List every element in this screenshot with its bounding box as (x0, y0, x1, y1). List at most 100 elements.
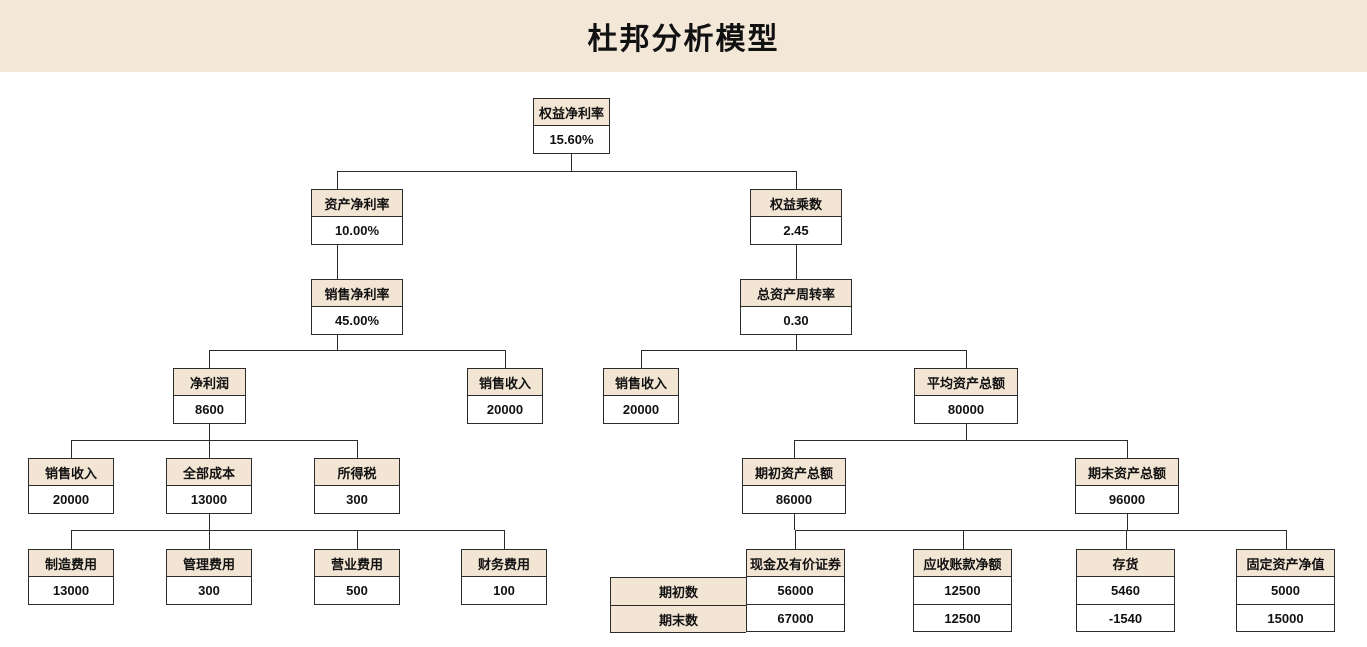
asset-detail-row-labels: 期初数 期末数 (610, 577, 746, 633)
node-sales-revenue-turnover-label: 销售收入 (604, 369, 678, 396)
node-sales-revenue-margin-value: 20000 (468, 396, 542, 423)
connector-net-margin-to-net-profit (209, 350, 210, 368)
node-return-on-equity-value: 15.60% (534, 126, 609, 153)
node-net-fixed-assets[interactable]: 固定资产净值 5000 15000 (1236, 549, 1335, 632)
node-net-fixed-assets-ending: 15000 (1237, 604, 1334, 631)
node-inventory[interactable]: 存货 5460 -1540 (1076, 549, 1175, 632)
page-title: 杜邦分析模型 (587, 23, 780, 56)
node-average-total-assets-label: 平均资产总额 (915, 369, 1017, 396)
connector-total-cost-to-mfg (71, 530, 72, 549)
connector-net-margin-stem (337, 333, 338, 350)
node-sales-revenue-profit-value: 20000 (29, 486, 113, 513)
connector-net-margin-to-sales-revenue (505, 350, 506, 368)
node-asset-turnover-label: 总资产周转率 (741, 280, 851, 307)
node-cash-and-securities-ending: 67000 (747, 604, 844, 631)
node-income-tax-value: 300 (315, 486, 399, 513)
node-net-profit-margin[interactable]: 销售净利率 45.00% (311, 279, 403, 335)
node-income-tax[interactable]: 所得税 300 (314, 458, 400, 514)
node-inventory-label: 存货 (1077, 550, 1174, 577)
node-sales-revenue-margin[interactable]: 销售收入 20000 (467, 368, 543, 424)
node-manufacturing-cost-label: 制造费用 (29, 550, 113, 577)
node-accounts-receivable-net[interactable]: 应收账款净额 12500 12500 (913, 549, 1012, 632)
connector-average-assets-to-end-assets (1127, 440, 1128, 458)
connector-net-profit-bar (71, 440, 358, 441)
connector-assets-to-receivables (963, 530, 964, 549)
node-administrative-expense-value: 300 (167, 577, 251, 604)
node-total-cost-label: 全部成本 (167, 459, 251, 486)
node-sales-revenue-profit[interactable]: 销售收入 20000 (28, 458, 114, 514)
node-beginning-total-assets-value: 86000 (743, 486, 845, 513)
node-net-fixed-assets-beginning: 5000 (1237, 577, 1334, 604)
node-financial-expense-label: 财务费用 (462, 550, 546, 577)
node-income-tax-label: 所得税 (315, 459, 399, 486)
connector-asset-turnover-bar (641, 350, 967, 351)
node-cash-and-securities-beginning: 56000 (747, 577, 844, 604)
node-sales-revenue-turnover[interactable]: 销售收入 20000 (603, 368, 679, 424)
node-financial-expense-value: 100 (462, 577, 546, 604)
node-sales-revenue-profit-label: 销售收入 (29, 459, 113, 486)
node-manufacturing-cost[interactable]: 制造费用 13000 (28, 549, 114, 605)
node-inventory-beginning: 5460 (1077, 577, 1174, 604)
connector-roe-to-equity-multiplier (796, 171, 797, 189)
node-selling-expense-value: 500 (315, 577, 399, 604)
connector-net-profit-stem (209, 423, 210, 440)
node-accounts-receivable-net-ending: 12500 (914, 604, 1011, 631)
node-net-profit[interactable]: 净利润 8600 (173, 368, 246, 424)
node-return-on-assets-label: 资产净利率 (312, 190, 402, 217)
node-ending-total-assets[interactable]: 期末资产总额 96000 (1075, 458, 1179, 514)
node-administrative-expense-label: 管理费用 (167, 550, 251, 577)
connector-roe-bar (337, 171, 796, 172)
connector-total-cost-to-admin (209, 530, 210, 549)
connector-roe-stem (571, 152, 572, 171)
node-return-on-equity-label: 权益净利率 (534, 99, 609, 126)
node-cash-and-securities[interactable]: 现金及有价证券 56000 67000 (746, 549, 845, 632)
connector-begin-assets-stem (794, 513, 795, 530)
connector-assets-to-cash (795, 530, 796, 549)
node-inventory-ending: -1540 (1077, 604, 1174, 631)
node-financial-expense[interactable]: 财务费用 100 (461, 549, 547, 605)
connector-assets-to-fixed-assets (1286, 530, 1287, 549)
node-return-on-assets-value: 10.00% (312, 217, 402, 244)
node-accounts-receivable-net-beginning: 12500 (914, 577, 1011, 604)
node-sales-revenue-turnover-value: 20000 (604, 396, 678, 423)
connector-net-profit-to-income-tax (357, 440, 358, 458)
node-return-on-equity[interactable]: 权益净利率 15.60% (533, 98, 610, 154)
connector-assets-detail-bar (795, 530, 1286, 531)
title-band (0, 0, 1367, 72)
connector-net-margin-bar (209, 350, 505, 351)
node-asset-turnover[interactable]: 总资产周转率 0.30 (740, 279, 852, 335)
node-ending-total-assets-value: 96000 (1076, 486, 1178, 513)
node-administrative-expense[interactable]: 管理费用 300 (166, 549, 252, 605)
node-beginning-total-assets-label: 期初资产总额 (743, 459, 845, 486)
node-equity-multiplier[interactable]: 权益乘数 2.45 (750, 189, 842, 245)
node-return-on-assets[interactable]: 资产净利率 10.00% (311, 189, 403, 245)
connector-total-cost-to-finance (504, 530, 505, 549)
row-label-ending: 期末数 (611, 605, 746, 632)
connector-net-profit-to-total-cost (209, 440, 210, 458)
connector-average-assets-bar (794, 440, 1127, 441)
node-selling-expense[interactable]: 营业费用 500 (314, 549, 400, 605)
connector-asset-turnover-to-sales-revenue (641, 350, 642, 368)
connector-total-cost-stem (209, 513, 210, 530)
node-asset-turnover-value: 0.30 (741, 307, 851, 334)
node-cash-and-securities-label: 现金及有价证券 (747, 550, 844, 577)
node-average-total-assets-value: 80000 (915, 396, 1017, 423)
connector-average-assets-stem (966, 423, 967, 440)
node-total-cost-value: 13000 (167, 486, 251, 513)
row-label-beginning: 期初数 (658, 585, 698, 600)
connector-asset-turnover-to-average-assets (966, 350, 967, 368)
node-net-profit-margin-label: 销售净利率 (312, 280, 402, 307)
node-beginning-total-assets[interactable]: 期初资产总额 86000 (742, 458, 846, 514)
node-net-profit-value: 8600 (174, 396, 245, 423)
node-accounts-receivable-net-label: 应收账款净额 (914, 550, 1011, 577)
connector-asset-turnover-stem (796, 333, 797, 350)
node-net-profit-margin-value: 45.00% (312, 307, 402, 334)
node-sales-revenue-margin-label: 销售收入 (468, 369, 542, 396)
connector-roe-to-roa (337, 171, 338, 189)
node-total-cost[interactable]: 全部成本 13000 (166, 458, 252, 514)
node-ending-total-assets-label: 期末资产总额 (1076, 459, 1178, 486)
node-selling-expense-label: 营业费用 (315, 550, 399, 577)
connector-total-cost-to-selling (357, 530, 358, 549)
node-average-total-assets[interactable]: 平均资产总额 80000 (914, 368, 1018, 424)
